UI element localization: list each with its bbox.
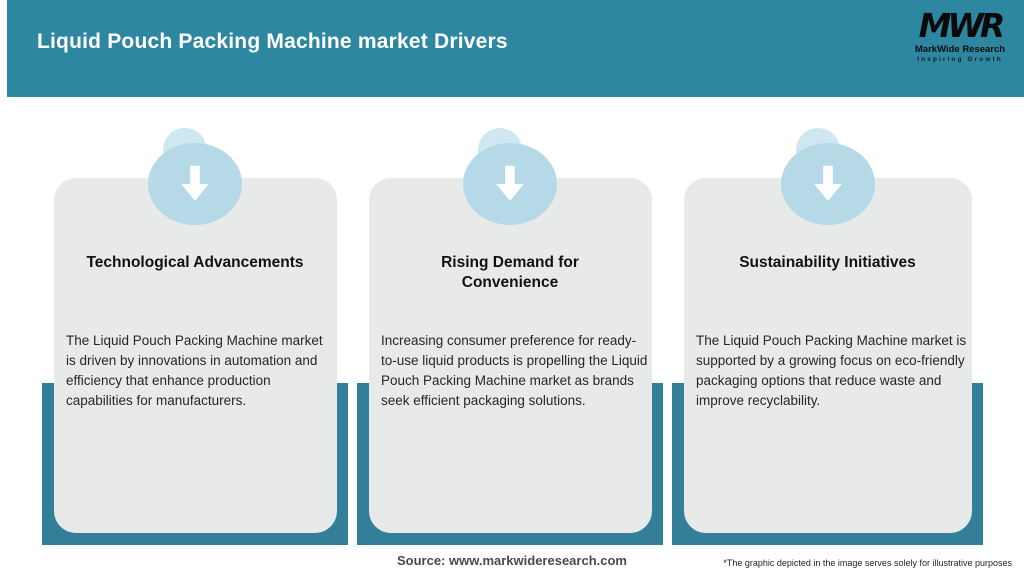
arrow-circle-badge [463,143,557,225]
card-title: Rising Demand for Convenience [441,254,579,291]
arrow-circle-badge [148,143,242,225]
card-title: Sustainability Initiatives [739,254,916,271]
down-arrow-icon [813,165,842,201]
card-body-text: The Liquid Pouch Packing Machine market … [66,333,323,408]
header-bar: Liquid Pouch Packing Machine market Driv… [7,0,1024,97]
page-title: Liquid Pouch Packing Machine market Driv… [37,29,508,53]
card-panel [684,178,972,533]
brand-logo: MWR MarkWide Research Inspiring Growth [908,9,1012,63]
card-panel [54,178,337,533]
card-panel [369,178,652,533]
down-arrow-icon [496,165,524,201]
driver-card-rising-demand: Rising Demand for Convenience Increasing… [357,128,663,550]
card-title: Technological Advancements [86,254,304,271]
logo-tagline: Inspiring Growth [917,55,1003,63]
logo-name: MarkWide Research [914,44,1006,55]
driver-card-sustainability: Sustainability Initiatives The Liquid Po… [672,128,983,550]
arrow-circle-badge [780,143,875,225]
card-body-text: Increasing consumer preference for ready… [381,333,648,408]
disclaimer-note: *The graphic depicted in the image serve… [723,558,1012,568]
mwr-logo-icon: MWR [918,6,1006,45]
source-attribution: Source: www.markwideresearch.com [396,553,627,568]
down-arrow-icon [181,165,209,201]
driver-card-technological-advancements: Technological Advancements The Liquid Po… [42,128,348,550]
card-body-text: The Liquid Pouch Packing Machine market … [696,333,967,408]
